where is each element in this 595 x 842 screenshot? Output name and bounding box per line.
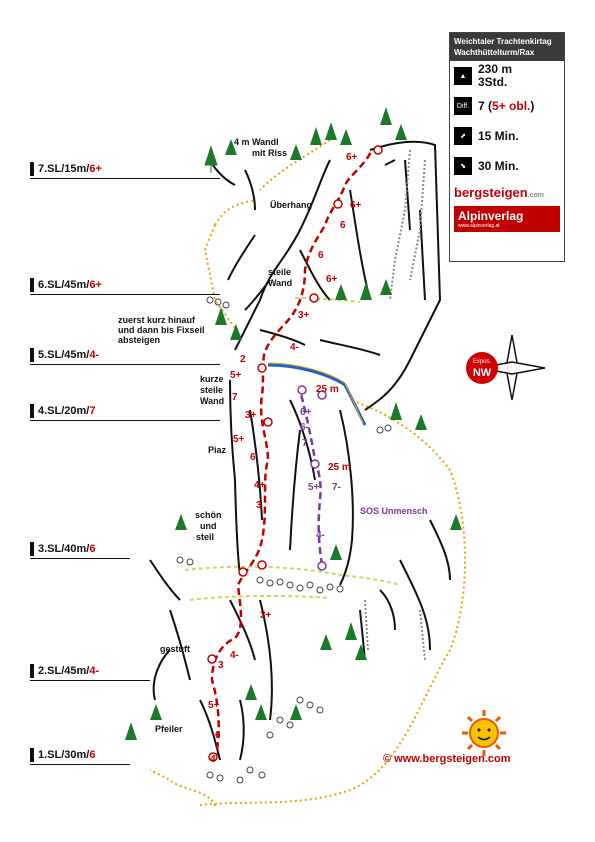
annotation-fixseil2: und dann bis Fixseil: [118, 325, 205, 335]
route-grade: 6+: [350, 200, 362, 211]
route-grade: 3+: [260, 610, 272, 621]
pitch-label-6: 6.SL/45m/6+: [30, 278, 220, 295]
hiker-up-icon: ⬈: [454, 127, 472, 145]
sos-grade: 6-: [300, 422, 309, 433]
route-grade: 3: [256, 500, 262, 511]
ledges: [184, 297, 401, 601]
annotation-rope-25a: 25 m: [316, 384, 339, 395]
route-grade: 4: [210, 754, 216, 765]
annotation-kurze1: kurze: [200, 374, 224, 384]
sos-grade: 7: [302, 438, 308, 449]
route-grade: 6+: [346, 152, 358, 163]
annotation-fixseil3: absteigen: [118, 335, 160, 345]
fixrope-line: [267, 363, 367, 426]
difficulty-icon: Diff.: [454, 97, 472, 115]
sos-grade: 7-: [332, 482, 341, 493]
annotation-steile2: Wand: [268, 278, 292, 288]
descent-row: ⬊ 30 Min.: [450, 151, 564, 181]
route-grade: 3+: [298, 310, 310, 321]
sos-route: [298, 389, 324, 566]
annotation-schoen1: schön: [195, 510, 222, 520]
pitch-label-1: 1.SL/30m/6: [30, 748, 130, 765]
pitch-label-3: 3.SL/40m/6: [30, 542, 130, 559]
annotation-fixseil1: zuerst kurz hinauf: [118, 315, 196, 325]
route-grade: 2: [240, 354, 246, 365]
compass-label: Expos.: [473, 359, 492, 365]
annotation-steile1: steile: [268, 267, 291, 277]
pitch-label-4: 4.SL/20m/7: [30, 404, 220, 421]
bergsteigen-logo: bergsteigen.com: [454, 185, 545, 200]
annotation-wandl2: mit Riss: [252, 148, 287, 158]
route-info-box: Weichtaler Trachtenkirtag Wachthütteltur…: [449, 32, 565, 262]
route-grade: 6: [250, 452, 256, 463]
route-grade: 6: [340, 220, 346, 231]
sos-belays: [297, 385, 327, 571]
sos-grade: 5+: [308, 482, 320, 493]
annotation-gestuft: gestuft: [160, 644, 190, 654]
sos-grade: 4-: [316, 530, 325, 541]
pitch-label-7: 7.SL/15m/6+: [30, 162, 220, 179]
trees: [125, 107, 462, 740]
route-title: Weichtaler Trachtenkirtag Wachthütteltur…: [450, 33, 564, 61]
route-grade: 5+: [233, 434, 245, 445]
scree: [176, 296, 392, 784]
fixrope-outline: [267, 362, 364, 424]
route-grade: 5+: [208, 700, 220, 711]
annotation-piaz: Piaz: [208, 445, 227, 455]
sun-logo-icon: [462, 710, 506, 756]
sos-grade: 6+: [300, 407, 312, 418]
route-grade: 4-: [290, 342, 299, 353]
annotation-schoen2: und: [200, 521, 217, 531]
annotation-ueberhang: Überhang: [270, 200, 312, 210]
belay-stations: [207, 145, 383, 762]
difficulty-row: Diff. 7 (5+ obl.): [450, 91, 564, 121]
descent-path: [149, 139, 466, 807]
rock-formations: [149, 140, 451, 761]
compass-direction: NW: [473, 367, 492, 379]
pitch-label-5: 5.SL/45m/4-: [30, 348, 220, 365]
annotation-pfeiler: Pfeiler: [155, 724, 183, 734]
route-grade: 7: [232, 392, 238, 403]
pitch-label-2: 2.SL/45m/4-: [30, 664, 150, 681]
route-grade: 4-: [230, 650, 239, 661]
annotation-kurze3: Wand: [200, 396, 224, 406]
length-icon: ▲: [454, 67, 472, 85]
route-grade: 3: [218, 660, 224, 671]
route-grade: 6: [215, 730, 221, 741]
route-grade: 5+: [230, 370, 242, 381]
route-grade: 6: [318, 250, 324, 261]
route-grade: 3+: [245, 410, 257, 421]
hiker-down-icon: ⬊: [454, 157, 472, 175]
annotation-rope-25b: 25 m: [328, 462, 351, 473]
compass: Expos. NW: [466, 334, 546, 401]
route-grade: 4+: [254, 480, 266, 491]
annotation-wandl: 4 m Wandl: [234, 137, 279, 147]
annotation-kurze2: steile: [200, 385, 223, 395]
sos-route-label: SOS Unmensch: [360, 506, 428, 516]
route-grade: 6+: [326, 274, 338, 285]
approach-row: ⬈ 15 Min.: [450, 121, 564, 151]
annotation-schoen3: steil: [196, 532, 214, 542]
website-credit: © www.bergsteigen.com: [383, 753, 511, 765]
other-routes: [364, 149, 426, 661]
